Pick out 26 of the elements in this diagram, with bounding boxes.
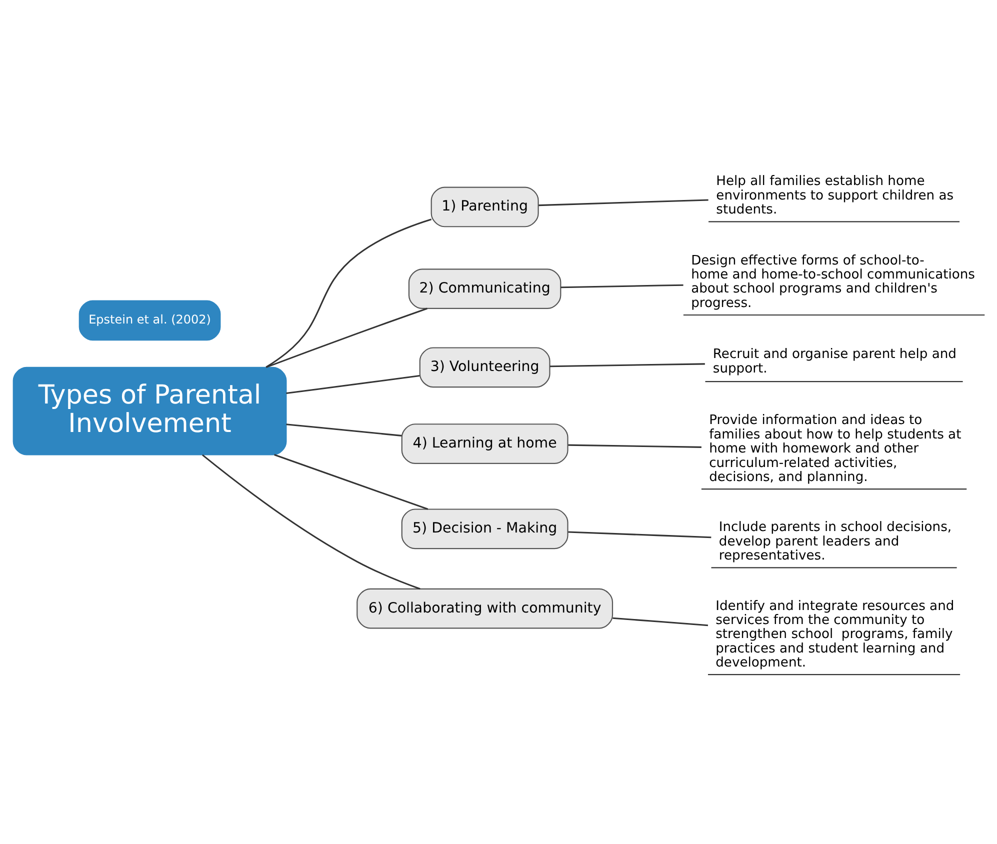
node-text: Design effective forms of school-to-home and home-to-school communications about school programs and children's progress. bbox=[690, 252, 974, 310]
connector bbox=[266, 307, 427, 368]
connector bbox=[274, 454, 428, 510]
node-text: Help all families establish home environments to support children as students. bbox=[716, 174, 954, 218]
connector bbox=[202, 454, 420, 590]
connector bbox=[265, 218, 432, 368]
connector bbox=[538, 198, 708, 206]
connector bbox=[286, 423, 402, 436]
node-box: 6) Collaborating with community bbox=[356, 588, 613, 628]
connector bbox=[549, 362, 704, 367]
node-box: Epstein et al. (2002) bbox=[78, 300, 220, 340]
node-box: 5) Decision - Making bbox=[400, 508, 568, 549]
node-text: Provide information and ideas to families about how to help students at home with homework and other curriculum-related activities, decisions, and planning. bbox=[708, 412, 961, 484]
connector bbox=[612, 616, 708, 626]
node-box: Types of Parental Involvement bbox=[12, 366, 286, 455]
connector bbox=[568, 530, 711, 538]
node-text: Recruit and organise parent help and support. bbox=[712, 346, 956, 376]
connector bbox=[568, 444, 701, 448]
node-text: Identify and integrate resources and services from the community to strengthen school programs, family practices and student learning and development. bbox=[715, 598, 954, 670]
node-box: 4) Learning at home bbox=[400, 423, 568, 464]
connector bbox=[560, 284, 683, 288]
node-box: 1) Parenting bbox=[430, 186, 538, 227]
connector bbox=[286, 374, 420, 394]
node-text: Include parents in school decisions, develop parent leaders and representatives. bbox=[718, 520, 952, 564]
node-box: 2) Communicating bbox=[408, 268, 561, 308]
node-box: 3) Volunteering bbox=[418, 346, 550, 388]
